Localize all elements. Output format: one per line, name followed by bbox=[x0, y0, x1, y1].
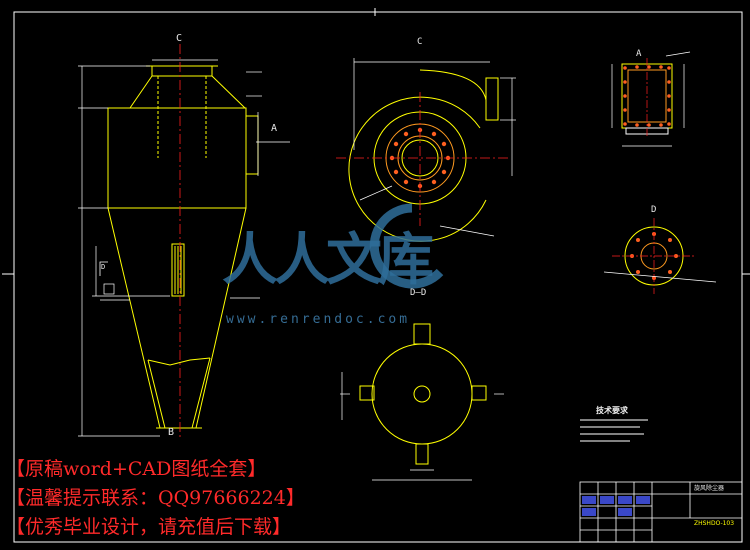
flange-view-label: A bbox=[636, 49, 642, 59]
title-block-fill bbox=[582, 496, 650, 516]
promo-line-3: 【优秀毕业设计，请充值后下载】 bbox=[6, 516, 292, 538]
watermark-text: 人人文库 bbox=[222, 227, 434, 293]
cyclone-top-view bbox=[348, 69, 499, 242]
hatch-block bbox=[103, 283, 115, 295]
title-block-part-name: 旋风除尘器 bbox=[694, 485, 725, 492]
watermark-url: www.renrendoc.com bbox=[226, 312, 411, 327]
title-block-drawing-no: ZHSHDO-103 bbox=[694, 520, 735, 527]
section-view-dd bbox=[359, 323, 487, 465]
promo-line-2: 【温馨提示联系：QQ97666224】 bbox=[6, 487, 305, 509]
title-block bbox=[579, 481, 743, 543]
section-view-label: D—D bbox=[410, 288, 427, 298]
front-view-label-top: C bbox=[176, 33, 183, 44]
section-view-dd-dims bbox=[340, 372, 504, 481]
outlet-d-dim bbox=[603, 271, 717, 283]
watermark-logo bbox=[369, 203, 444, 289]
tech-requirements-title: 技术要求 bbox=[596, 406, 628, 415]
promo-line-1: 【原稿word+CAD图纸全套】 bbox=[6, 458, 267, 480]
cyclone-front-view bbox=[107, 65, 259, 429]
top-view-bolt-holes bbox=[389, 127, 451, 189]
flange-view-a-bolts bbox=[623, 65, 671, 127]
top-view-dimensions bbox=[353, 58, 516, 237]
inlet-arrow-label: A bbox=[271, 123, 278, 134]
section-marker-left bbox=[99, 261, 108, 276]
tech-requirements-lines bbox=[580, 419, 648, 442]
drawing-frame bbox=[13, 11, 743, 543]
front-view-dimensions bbox=[78, 59, 290, 437]
outlet-view-label: D bbox=[651, 205, 657, 215]
top-view-label: C bbox=[417, 37, 423, 47]
left-marker-label: D bbox=[101, 263, 106, 271]
front-view-label-bottom: B bbox=[168, 427, 175, 438]
flange-view-a-dims bbox=[611, 51, 691, 147]
